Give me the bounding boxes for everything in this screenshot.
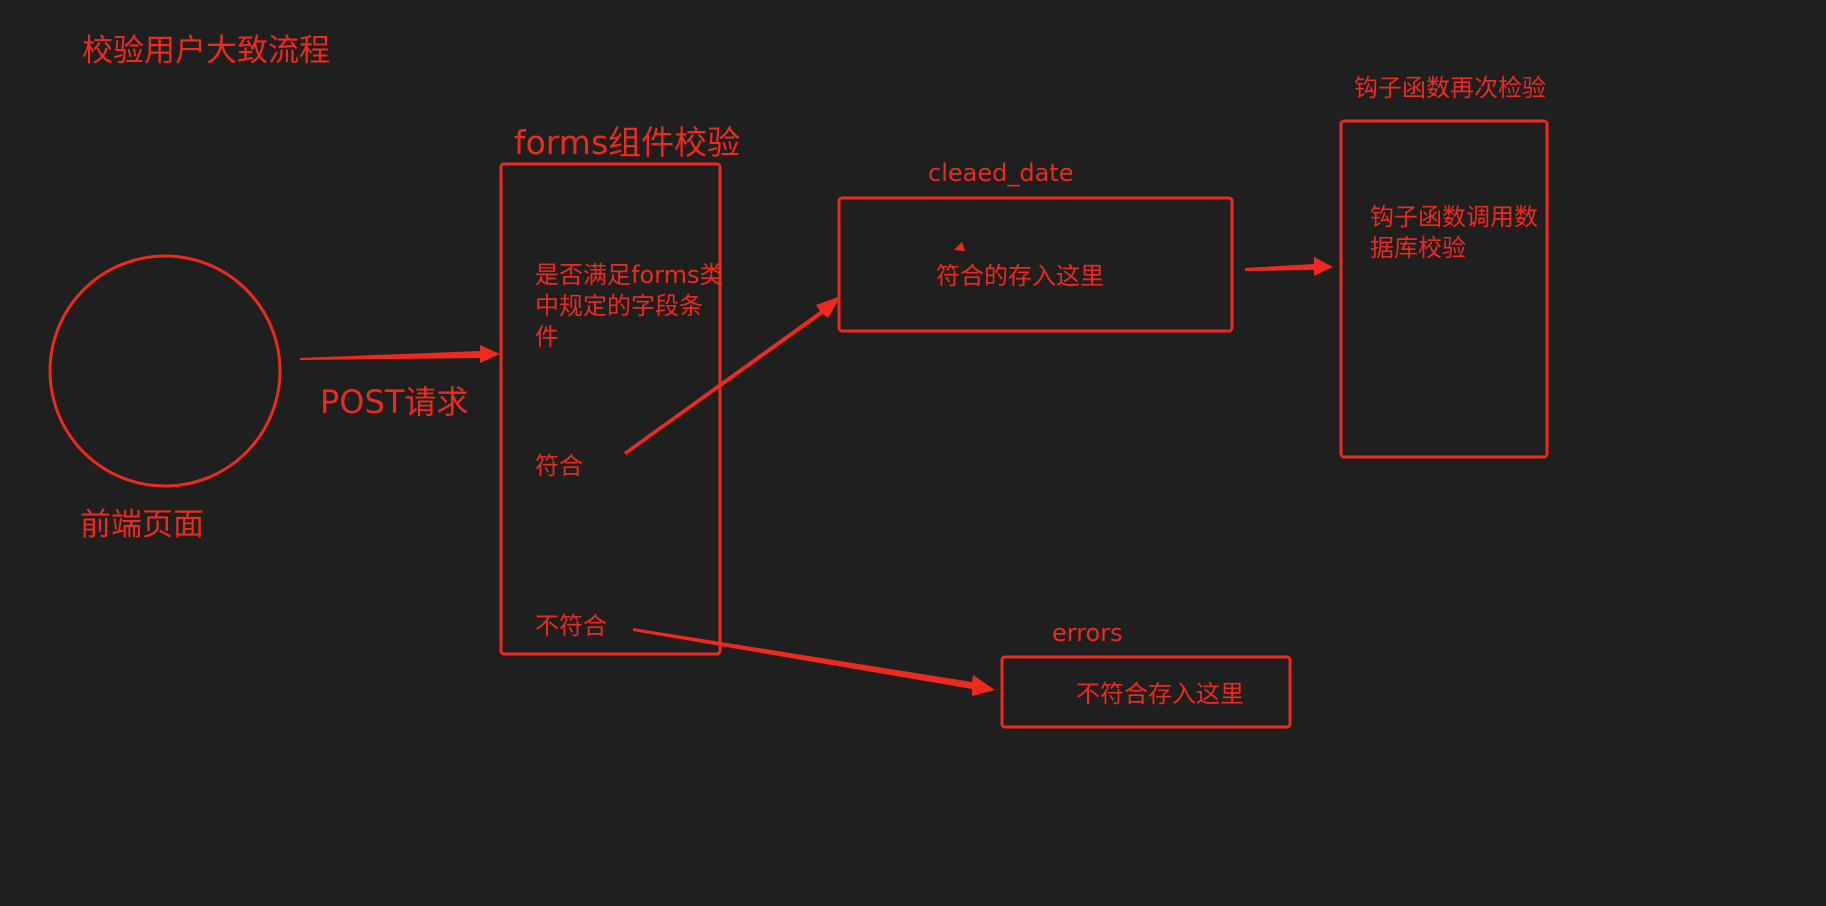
forms-box: [499, 162, 722, 656]
cleaned-title: cleaed_date: [928, 159, 1074, 187]
post-arrow: [300, 345, 500, 363]
forms-description: 是否满足forms类中规定的字段条件: [535, 261, 724, 351]
errors-box: [1000, 655, 1292, 729]
diagram-title: 校验用户大致流程: [82, 33, 330, 69]
forms-title: forms组件校验: [514, 123, 741, 162]
hook-text: 钩子函数调用数据库校验: [1370, 203, 1538, 262]
hook-box: [1339, 119, 1549, 459]
frontend-label: 前端页面: [80, 507, 204, 543]
cleaned-text: 符合的存入这里: [936, 262, 1104, 290]
match-label: 符合: [535, 452, 583, 480]
frontend-circle: [48, 254, 282, 488]
post-request-label: POST请求: [320, 383, 469, 421]
cursor-mark: [954, 242, 965, 251]
hook-arrow: [1245, 257, 1333, 276]
nomatch-arrow: [633, 628, 995, 696]
nomatch-label: 不符合: [535, 612, 607, 640]
cleaned-box: [837, 196, 1234, 333]
errors-title: errors: [1052, 619, 1123, 647]
errors-text: 不符合存入这里: [1076, 680, 1244, 708]
hook-title: 钩子函数再次检验: [1354, 74, 1546, 102]
match-arrow: [624, 296, 841, 455]
